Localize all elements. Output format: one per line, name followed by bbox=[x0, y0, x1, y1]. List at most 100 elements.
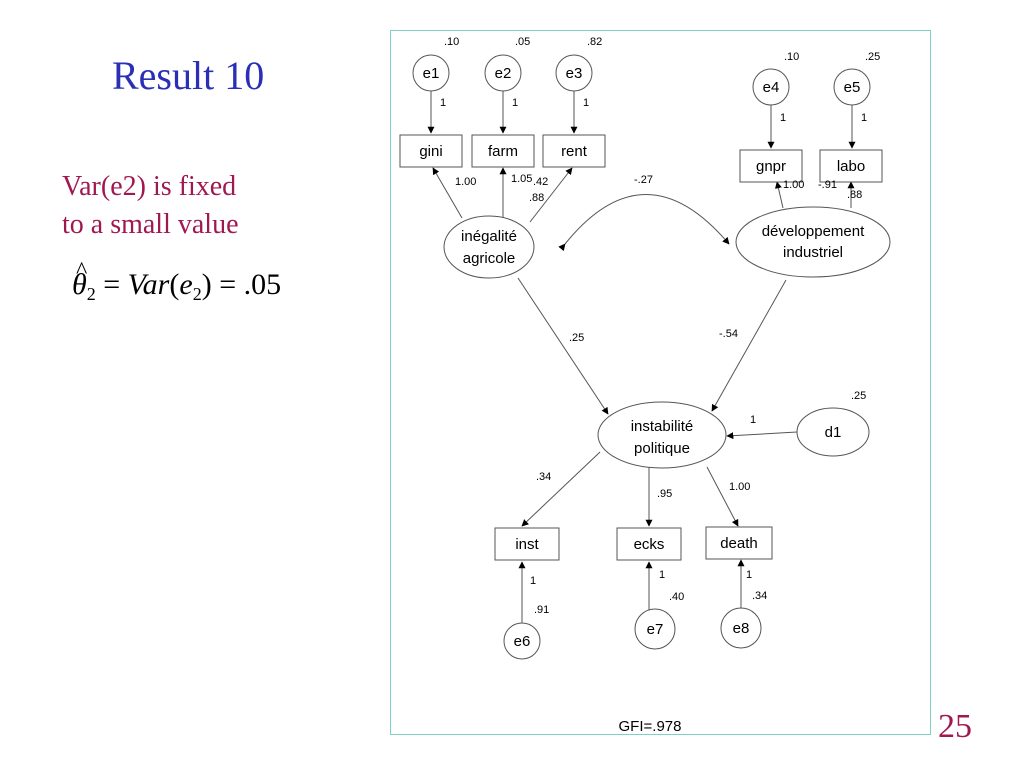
path-e5: 1 bbox=[861, 112, 867, 124]
variance-e2: .05 bbox=[515, 36, 530, 48]
indicator-rent-label: rent bbox=[561, 143, 588, 160]
path-e4: 1 bbox=[780, 112, 786, 124]
theta-subscript: 2 bbox=[86, 284, 96, 304]
variance-developpement: .88 bbox=[847, 189, 862, 201]
arrow-developpement-gnpr bbox=[775, 181, 784, 209]
indicator-inst-label: inst bbox=[515, 536, 539, 553]
path-e1: 1 bbox=[440, 97, 446, 109]
error-e7 bbox=[634, 608, 676, 650]
loading-gnpr: 1.00 bbox=[783, 179, 804, 191]
coefficients: .10 .05 .82 .10 .25 .91 .40 .34 .25 1 1 … bbox=[440, 36, 880, 616]
indicator-box-labo bbox=[819, 149, 883, 183]
indicator-gnpr-label: gnpr bbox=[756, 158, 786, 175]
caption-line-1: Var(e2) is fixed bbox=[62, 171, 237, 202]
e-symbol: e bbox=[179, 268, 193, 301]
factor-developpement bbox=[735, 206, 891, 278]
covariance-curve bbox=[558, 194, 730, 252]
diagram-frame bbox=[390, 30, 931, 735]
indicator-ecks-label: ecks bbox=[634, 536, 665, 553]
theta-symbol: θ bbox=[72, 268, 87, 301]
theta-hat: θ^ bbox=[72, 258, 87, 302]
loading-ecks: .95 bbox=[657, 488, 672, 500]
arrow-developpement-instabilite bbox=[711, 279, 787, 412]
error-e5-label: e5 bbox=[844, 79, 861, 96]
factor-inegalite-line2: agricole bbox=[463, 250, 516, 267]
variance-e7: .40 bbox=[669, 591, 684, 603]
fit-index: GFI=.978 bbox=[619, 718, 682, 735]
variance-e6: .91 bbox=[534, 604, 549, 616]
path-e8: 1 bbox=[746, 569, 752, 581]
error-e3-label: e3 bbox=[566, 65, 583, 82]
indicator-labo-label: labo bbox=[837, 158, 865, 175]
error-e5 bbox=[833, 68, 871, 106]
node-labels: e1 e2 e3 e4 e5 e6 e7 e8 d1 gini farm ren… bbox=[419, 65, 865, 650]
indicator-box-farm bbox=[471, 134, 535, 168]
open-paren: ( bbox=[169, 268, 180, 301]
path-inegalite-instabilite: .25 bbox=[569, 332, 584, 344]
slide-title: Result 10 bbox=[112, 53, 265, 98]
indicator-box-ecks bbox=[616, 527, 682, 561]
arrow-inegalite-rent bbox=[529, 167, 573, 223]
variance-d1: .25 bbox=[851, 390, 866, 402]
loading-farm: 1.05 bbox=[511, 173, 532, 185]
equals-2: = bbox=[211, 268, 244, 301]
variance-e3: .82 bbox=[587, 36, 602, 48]
path-e3: 1 bbox=[583, 97, 589, 109]
error-e1 bbox=[412, 54, 450, 92]
hat-symbol: ^ bbox=[76, 258, 88, 284]
factor-developpement-line1: développement bbox=[762, 223, 865, 240]
loading-labo: -.91 bbox=[818, 179, 837, 191]
indicator-box-gnpr bbox=[739, 149, 803, 183]
loading-gini: 1.00 bbox=[455, 176, 476, 188]
variance-inegalite: .88 bbox=[529, 192, 544, 204]
factor-developpement-line2: industriel bbox=[783, 244, 843, 261]
factor-ellipses bbox=[443, 206, 891, 469]
factor-instabilite-line1: instabilité bbox=[631, 418, 694, 435]
factor-inegalite-line1: inégalité bbox=[461, 228, 517, 245]
var-text: Var bbox=[127, 268, 170, 301]
factor-instabilite bbox=[597, 401, 727, 469]
path-e7: 1 bbox=[659, 569, 665, 581]
path-e6: 1 bbox=[530, 575, 536, 587]
error-e6 bbox=[503, 622, 541, 660]
indicator-box-gini bbox=[399, 134, 463, 168]
error-e6-label: e6 bbox=[514, 633, 531, 650]
error-e7-label: e7 bbox=[647, 621, 664, 638]
arrow-instabilite-death bbox=[706, 466, 739, 527]
page-number: 25 bbox=[938, 708, 972, 745]
variance-e5: .25 bbox=[865, 51, 880, 63]
indicator-box-death bbox=[705, 526, 773, 560]
path-d1: 1 bbox=[750, 414, 756, 426]
arrow-instabilite-inst bbox=[521, 451, 601, 527]
path-developpement-instabilite: -.54 bbox=[719, 328, 738, 340]
variance-e1: .10 bbox=[444, 36, 459, 48]
caption: Var(e2) is fixed to a small value bbox=[62, 168, 239, 244]
error-e2 bbox=[484, 54, 522, 92]
indicator-death-label: death bbox=[720, 535, 758, 552]
indicator-box-inst bbox=[494, 527, 560, 561]
error-e3 bbox=[555, 54, 593, 92]
arrows bbox=[427, 91, 856, 624]
error-e1-label: e1 bbox=[423, 65, 440, 82]
factor-instabilite-line2: politique bbox=[634, 440, 690, 457]
loading-rent: .42 bbox=[533, 176, 548, 188]
e-subscript: 2 bbox=[192, 284, 202, 304]
arrow-inegalite-gini bbox=[432, 167, 463, 219]
variance-formula: θ^2 = Var(e2) = .05 bbox=[72, 258, 281, 305]
error-e2-label: e2 bbox=[495, 65, 512, 82]
indicator-farm-label: farm bbox=[488, 143, 518, 160]
variance-e8: .34 bbox=[752, 590, 767, 602]
loading-inst: .34 bbox=[536, 471, 551, 483]
error-circles bbox=[412, 54, 871, 660]
variance-e4: .10 bbox=[784, 51, 799, 63]
arrow-inegalite-instabilite bbox=[517, 277, 609, 415]
indicator-boxes bbox=[399, 134, 883, 561]
path-e2: 1 bbox=[512, 97, 518, 109]
indicator-box-rent bbox=[542, 134, 606, 168]
factor-inegalite bbox=[443, 215, 535, 279]
error-d1-label: d1 bbox=[825, 424, 842, 441]
indicator-gini-label: gini bbox=[419, 143, 442, 160]
arrow-d1-instabilite bbox=[726, 431, 798, 440]
close-paren: ) bbox=[201, 268, 212, 301]
